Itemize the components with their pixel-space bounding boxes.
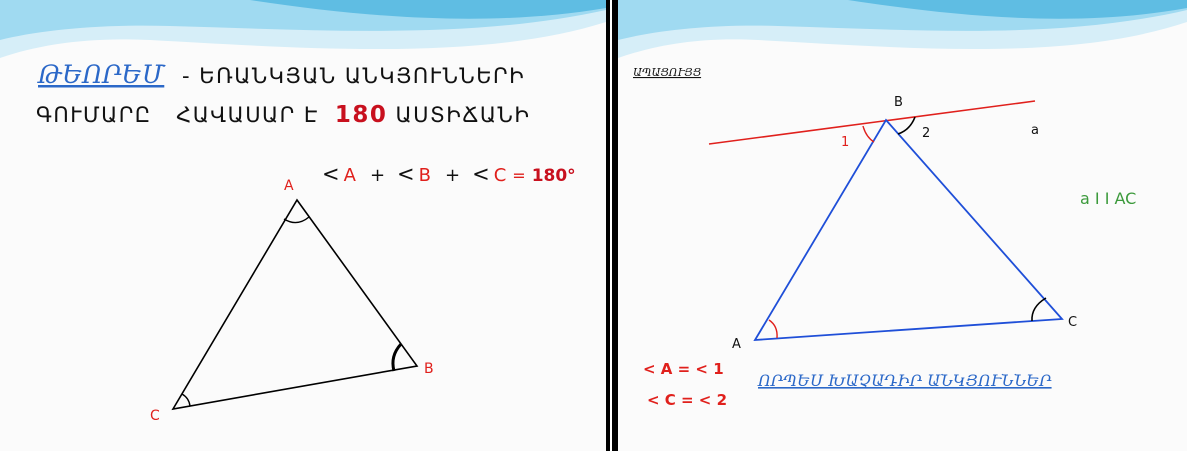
left-slide: ԹԵՈՐԵՄ - ԵՌԱՆԿՅԱՆ ԱՆԿՅՈՒՆՆԵՐԻ ԳՈՒՄԱՐԸ ՀԱ… bbox=[0, 0, 606, 451]
heading-line2: ԳՈՒՄԱՐԸ ՀԱՎԱՍԱՐ Է 180 ԱՍՏԻՃԱՆԻ bbox=[36, 102, 530, 128]
equality-c-2: < C = < 2 bbox=[647, 391, 727, 409]
heading-line2-a: ԳՈՒՄԱՐԸ ՀԱՎԱՍԱՐ Է bbox=[36, 103, 319, 127]
proof-label: ԱՊԱՑՈՒՅՑ bbox=[633, 66, 701, 79]
formula-lt-3: < bbox=[472, 162, 490, 186]
formula-c: C bbox=[494, 165, 507, 186]
angle-2-arc bbox=[897, 116, 916, 135]
angle-1-arc bbox=[862, 125, 875, 143]
line-a-label: a bbox=[1031, 123, 1039, 138]
formula-equals: = bbox=[512, 166, 525, 185]
angle-1-label: 1 bbox=[841, 135, 849, 150]
angle-2-label: 2 bbox=[922, 126, 930, 141]
angle-b-arc bbox=[391, 342, 403, 372]
header-wave-right bbox=[618, 0, 1187, 58]
right-triangle bbox=[753, 118, 1064, 342]
formula-plus-2: + bbox=[445, 165, 460, 186]
formula-lt-1: < bbox=[322, 162, 340, 186]
right-vertex-b: B bbox=[894, 95, 903, 110]
slide-divider-right bbox=[612, 0, 618, 451]
heading-line2-b: ԱՍՏԻՃԱՆԻ bbox=[387, 103, 530, 127]
theorem-word: ԹԵՈՐԵՄ bbox=[37, 60, 166, 89]
header-wave bbox=[0, 0, 606, 58]
heading-line1: - ԵՌԱՆԿՅԱՆ ԱՆԿՅՈՒՆՆԵՐԻ bbox=[182, 64, 525, 88]
left-slide-canvas: ԹԵՈՐԵՄ - ԵՌԱՆԿՅԱՆ ԱՆԿՅՈՒՆՆԵՐԻ ԳՈՒՄԱՐԸ ՀԱ… bbox=[0, 0, 606, 424]
parallel-statement: a I I AC bbox=[1080, 189, 1136, 208]
formula-result: 180° bbox=[532, 166, 576, 186]
slide-divider-gap bbox=[610, 0, 612, 451]
slide-divider-left bbox=[606, 0, 610, 451]
left-vertex-c: C bbox=[150, 408, 160, 424]
left-triangle bbox=[171, 198, 419, 411]
formula-plus-1: + bbox=[370, 165, 385, 186]
angle-a-arc-right bbox=[768, 319, 778, 339]
right-vertex-c: C bbox=[1068, 315, 1077, 330]
right-slide-canvas: ԱՊԱՑՈՒՅՑ B A C a 1 2 a I I AC < A = < 1 … bbox=[618, 0, 1187, 409]
angle-a-arc bbox=[283, 216, 310, 224]
conclusion-text: ՈՐՊԵՍ ԽԱՉԱԴԻՐ ԱՆԿՅՈՒՆՆԵՐ bbox=[757, 371, 1052, 390]
left-vertex-a: A bbox=[284, 178, 294, 194]
angle-sum-formula: <A+<B+<C=180° bbox=[322, 162, 576, 186]
angle-c-arc bbox=[181, 393, 191, 407]
left-vertex-b: B bbox=[424, 361, 434, 377]
angle-c-arc-right bbox=[1031, 297, 1047, 322]
right-vertex-a: A bbox=[732, 337, 741, 352]
heading-number: 180 bbox=[335, 102, 388, 128]
parallel-line-a bbox=[708, 100, 1036, 145]
equality-a-1: < A = < 1 bbox=[643, 360, 724, 378]
right-slide: ԱՊԱՑՈՒՅՑ B A C a 1 2 a I I AC < A = < 1 … bbox=[618, 0, 1187, 451]
formula-lt-2: < bbox=[397, 162, 415, 186]
formula-a: A bbox=[344, 165, 357, 186]
formula-b: B bbox=[419, 165, 431, 186]
